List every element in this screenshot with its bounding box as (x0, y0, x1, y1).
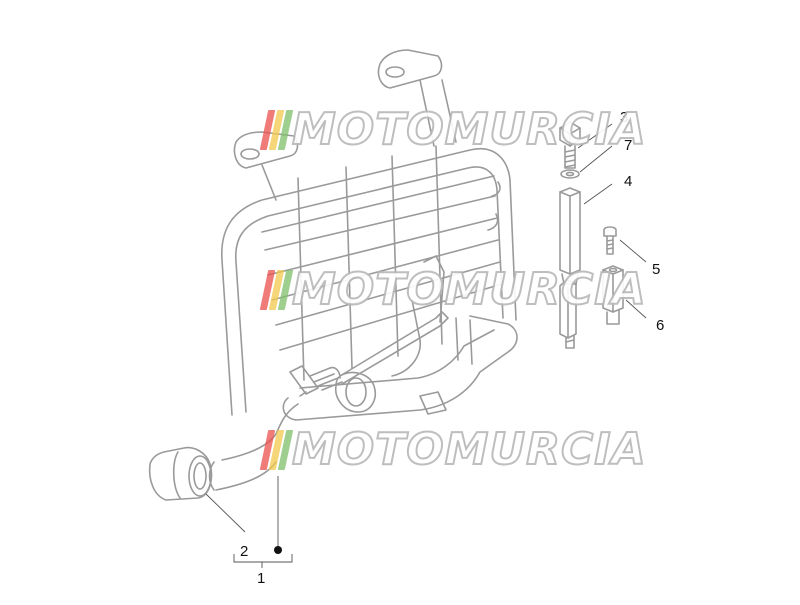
callout-7: 7 (624, 137, 632, 154)
part-5-small-screw (603, 226, 617, 255)
watermark-flag-icon (259, 430, 294, 470)
callout-numbers: 3 7 4 5 6 2 1 (240, 109, 664, 587)
callout-1: 1 (257, 570, 265, 587)
part-2-grommet (148, 446, 213, 501)
leader-lines (205, 123, 647, 568)
watermark-text: MOTOMURCIA (291, 103, 647, 156)
callout-4: 4 (624, 173, 632, 190)
watermark-logo-middle: MOTOMURCIA (259, 263, 647, 317)
part-6-standoff (602, 265, 624, 325)
callout-dot (274, 546, 282, 554)
luggage-rack-frame (208, 49, 518, 491)
part-3-screw (559, 121, 581, 169)
callout-5: 5 (652, 261, 660, 278)
watermark-logo-top: MOTOMURCIA (259, 103, 647, 157)
watermark-text: MOTOMURCIA (291, 423, 647, 476)
callout-2: 2 (240, 543, 248, 560)
rack-bolt-assembly (289, 311, 449, 413)
watermark-logo-bottom: MOTOMURCIA (259, 423, 647, 477)
part-4-long-spacer (559, 187, 581, 349)
callout-6: 6 (656, 317, 664, 334)
watermark-flag-icon (259, 270, 294, 310)
watermark-flag-icon (259, 110, 294, 150)
callout-3: 3 (620, 109, 628, 126)
watermark-text: MOTOMURCIA (291, 263, 647, 316)
part-7-washer (560, 169, 580, 179)
